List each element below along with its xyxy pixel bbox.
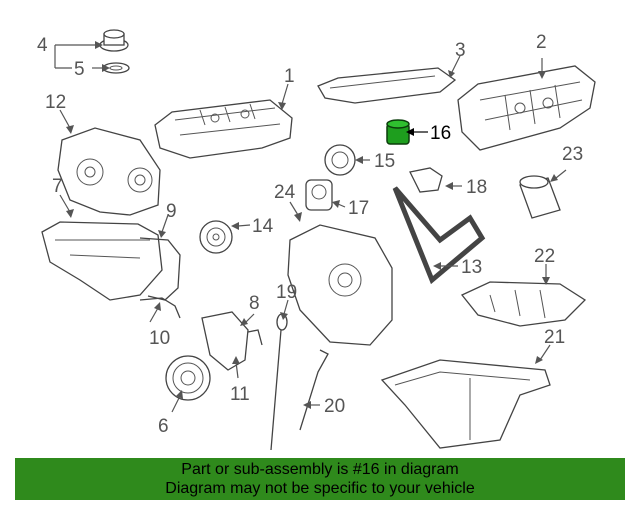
- part-20-dipstick-tube: [299, 349, 329, 431]
- callout-label-24: 24: [274, 182, 296, 203]
- part-21-oil-pan: [380, 359, 551, 449]
- callout-label-12: 12: [45, 92, 66, 113]
- callout-label-5: 5: [74, 59, 85, 80]
- callout-label-10: 10: [149, 328, 170, 349]
- part-3-head-cover-gasket: [317, 67, 457, 104]
- callout-label-15: 15: [374, 151, 395, 172]
- callout-label-14: 14: [252, 216, 274, 237]
- callout-label-2: 2: [536, 32, 547, 53]
- part-9-gasket: [139, 237, 181, 301]
- part-19-dipstick: [270, 313, 288, 451]
- callout-label-4: 4: [37, 35, 48, 56]
- callout-label-21: 21: [544, 327, 565, 348]
- part-info-banner: Part or sub-assembly is #16 in diagram D…: [15, 458, 625, 500]
- callout-label-16: 16: [430, 123, 451, 144]
- callout-label-3: 3: [455, 40, 466, 61]
- part-1-cylinder-head-cover: [154, 99, 293, 159]
- callout-label-20: 20: [324, 396, 345, 417]
- part-10-tube: [139, 297, 181, 319]
- part-15-camshaft-pulley: [324, 144, 356, 176]
- leader-lines: [59, 55, 567, 413]
- callout-label-6: 6: [158, 416, 169, 437]
- part-2-cylinder-head-cover: [457, 65, 596, 151]
- callout-label-13: 13: [461, 257, 482, 278]
- callout-label-8: 8: [249, 293, 260, 314]
- part-12-timing-cover: [57, 127, 161, 216]
- part-17-tensioner: [305, 179, 333, 211]
- part-14-idler-pulley: [199, 220, 233, 254]
- part-8-11-bracket: [201, 311, 263, 371]
- callout-label-9: 9: [166, 201, 177, 222]
- callout-label-11: 11: [230, 384, 250, 405]
- part-6-crankshaft-pulley: [165, 355, 211, 401]
- callout-4-5-bracket: [54, 44, 98, 69]
- callout-label-17: 17: [348, 198, 369, 219]
- callout-label-1: 1: [284, 66, 295, 87]
- part-7-timing-cover-lower: [41, 221, 163, 301]
- engine-parts-diagram: 1 2 3 4 5 6 7 8 9 10 11 12 13 14 15 16 1…: [37, 29, 596, 451]
- part-23-oil-filter: [519, 175, 561, 219]
- callout-label-22: 22: [534, 246, 555, 267]
- callout-label-18: 18: [466, 177, 487, 198]
- part-13-timing-belt: [392, 186, 486, 285]
- callout-label-23: 23: [562, 144, 583, 165]
- part-22-heat-shield: [460, 281, 587, 327]
- part-24-oil-pump: [287, 224, 393, 346]
- callout-label-19: 19: [276, 282, 297, 303]
- part-18-sensor: [409, 167, 443, 193]
- banner-line-2: Diagram may not be specific to your vehi…: [165, 480, 475, 497]
- part-16-highlighted-seal: [386, 119, 410, 145]
- callout-label-7: 7: [52, 176, 63, 197]
- part-4-oil-filler-cap: [99, 29, 129, 52]
- banner-line-1: Part or sub-assembly is #16 in diagram: [181, 461, 459, 478]
